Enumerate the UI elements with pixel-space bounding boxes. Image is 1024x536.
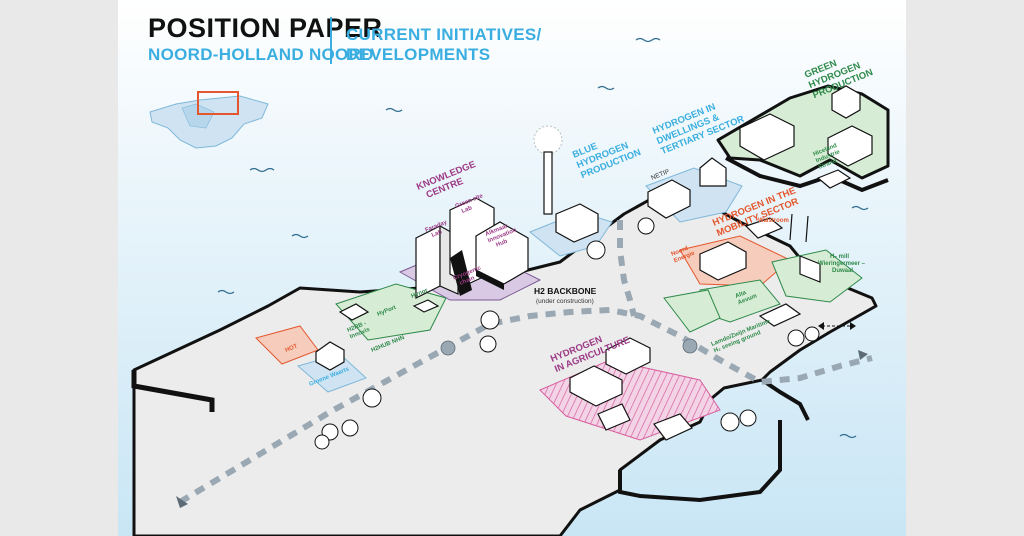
maritime-zone	[663, 289, 721, 333]
svg-text:GREEN HYDROGEN: GREEN HYDROGEN PRODUCTION	[803, 47, 875, 102]
east-arrow	[818, 322, 856, 330]
section-title-line1: CURRENT INITIATIVES/	[346, 25, 542, 44]
knowledge-centre-buildings	[415, 197, 529, 299]
paper-title: POSITION PAPER	[148, 13, 383, 43]
minimap-focus-box	[197, 91, 239, 115]
header: POSITION PAPER NOORD-HOLLAND NOORD CURRE…	[148, 13, 542, 64]
green-production-facility	[739, 85, 873, 189]
alta-l1: Alta	[735, 290, 748, 300]
innovation-zone	[335, 283, 447, 341]
innovation-buildings	[315, 299, 440, 371]
wieringermeer-l2: Wieringermeer –	[818, 261, 866, 267]
blue-production-tower	[533, 125, 599, 243]
wieringermeer-l3: Duwaal	[832, 268, 853, 274]
h2-backbone-pipeline	[176, 220, 873, 508]
region-minimap	[149, 91, 269, 149]
greensite-label-l2: Lab	[461, 205, 473, 215]
mobility-vehicles	[699, 213, 821, 327]
backbone-label: H2 BACKBONE	[534, 286, 597, 296]
svg-text:H₂ mill Wieringermeer: H₂ mill Wieringermeer – Duwaal	[818, 254, 867, 274]
cryogenic-label-l2: chain	[459, 275, 476, 287]
hot-label: HOT	[285, 343, 299, 353]
alkmaar-label-l3: Hub	[495, 239, 508, 249]
waalstroom-label: Walstroom	[758, 218, 789, 224]
wieringermeer-l1: H₂ mill	[830, 254, 849, 260]
dwellings-houses	[647, 157, 727, 219]
wave-marks	[217, 37, 869, 439]
agriculture-buildings	[569, 337, 693, 441]
backbone-note: (under construction)	[536, 298, 594, 305]
faraday-label-l2: Lab	[431, 229, 443, 239]
section-title-line2: DEVELOPMENTS	[346, 45, 490, 64]
trees	[314, 217, 820, 450]
paper-subtitle: NOORD-HOLLAND NOORD	[148, 45, 374, 64]
